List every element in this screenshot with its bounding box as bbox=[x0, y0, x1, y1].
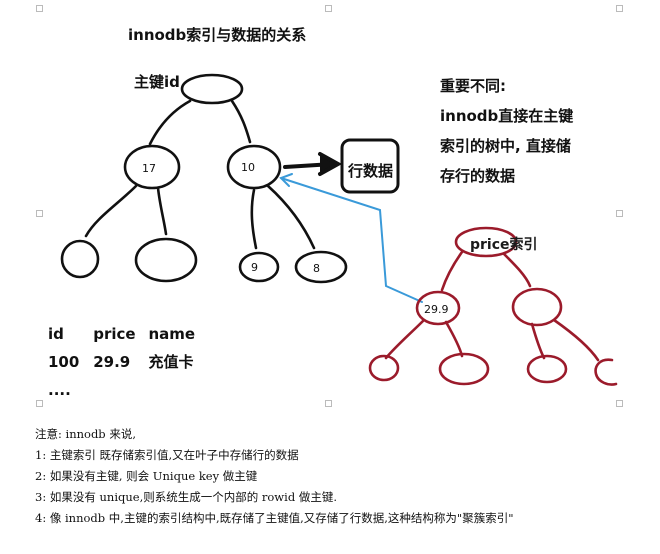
cell-price: 29.9 bbox=[93, 353, 131, 371]
price-right-node bbox=[511, 287, 563, 327]
pk-leaf-4 bbox=[294, 250, 348, 284]
resize-handle-mid-left[interactable] bbox=[36, 210, 43, 217]
important-difference-note: 重要不同: innodb直接在主键 索引的树中, 直接储 存行的数据 bbox=[440, 71, 640, 191]
price-edge-mid-leaf1 bbox=[384, 318, 426, 360]
pk-leaf3-value: 9 bbox=[251, 261, 258, 274]
pk-edge-left-leaf2 bbox=[156, 186, 168, 236]
price-edge-root-right bbox=[502, 252, 532, 288]
notes-item-4: 4: 像 innodb 中,主键的索引结构中,既存储了主键值,又存储了行数据,这… bbox=[35, 511, 514, 525]
blue-pointer-arrow bbox=[279, 173, 423, 303]
pk-root-node bbox=[180, 73, 244, 105]
pk-leaf-3 bbox=[238, 251, 280, 283]
table-header-row: id price name bbox=[48, 320, 195, 348]
pk-edge-root-right bbox=[230, 99, 252, 144]
pk-edge-root-left bbox=[148, 99, 192, 146]
pk-edge-right-leaf2 bbox=[266, 184, 316, 250]
resize-handle-top-right[interactable] bbox=[616, 5, 623, 12]
price-mid-value: 29.9 bbox=[424, 303, 449, 316]
price-root-node bbox=[454, 226, 518, 258]
diagram-title: innodb索引与数据的关系 bbox=[128, 26, 307, 44]
note-line: 索引的树中, 直接储 bbox=[440, 137, 571, 155]
notes-block: 注意: innodb 来说, 1: 主键索引 既存储索引值,又在叶子中存储行的数… bbox=[35, 424, 635, 529]
pk-leaf-1 bbox=[60, 239, 100, 279]
price-leaf-2 bbox=[438, 352, 490, 386]
row-data-arrow bbox=[283, 152, 343, 176]
row-table: id price name 100 29.9 充值卡 .... bbox=[48, 320, 195, 404]
price-edge-right-leaf1 bbox=[530, 322, 546, 360]
note-line: innodb直接在主键 bbox=[440, 107, 574, 125]
price-leaf-1 bbox=[368, 354, 400, 382]
header-price: price bbox=[93, 325, 136, 343]
notes-item-3: 3: 如果没有 unique,则系统生成一个内部的 rowid 做主键. bbox=[35, 490, 337, 504]
header-name: name bbox=[148, 325, 196, 343]
pk-edge-left-leaf1 bbox=[84, 184, 138, 238]
resize-handle-bottom-right[interactable] bbox=[616, 400, 623, 407]
pk-leaf-2 bbox=[134, 237, 198, 283]
pk-right-node bbox=[226, 144, 282, 190]
header-id: id bbox=[48, 325, 64, 343]
price-leaf-4 bbox=[594, 358, 618, 386]
pk-left-node bbox=[123, 144, 181, 190]
notes-item-1: 1: 主键索引 既存储索引值,又在叶子中存储行的数据 bbox=[35, 448, 299, 462]
table-ellipsis: .... bbox=[48, 381, 71, 399]
price-edge-right-leaf2 bbox=[552, 318, 600, 362]
price-edge-root-left bbox=[440, 250, 464, 292]
resize-handle-mid-right[interactable] bbox=[616, 210, 623, 217]
resize-handle-bottom-mid[interactable] bbox=[325, 400, 332, 407]
notes-item-2: 2: 如果没有主键, 则会 Unique key 做主键 bbox=[35, 469, 258, 483]
pk-left-value: 17 bbox=[142, 162, 156, 175]
row-data-box bbox=[340, 138, 400, 194]
note-heading: 重要不同: bbox=[440, 77, 506, 95]
price-leaf-3 bbox=[526, 354, 568, 384]
price-edge-mid-leaf2 bbox=[444, 320, 464, 358]
pk-right-value: 10 bbox=[241, 161, 255, 174]
pk-edge-right-leaf1 bbox=[250, 188, 258, 250]
price-index-tree bbox=[368, 226, 618, 386]
cell-name: 充值卡 bbox=[148, 353, 194, 371]
pk-leaf4-value: 8 bbox=[313, 262, 320, 275]
price-mid-node bbox=[415, 290, 461, 326]
cell-id: 100 bbox=[48, 353, 80, 371]
resize-handle-bottom-left[interactable] bbox=[36, 400, 43, 407]
note-line: 存行的数据 bbox=[440, 167, 516, 185]
primary-key-label: 主键id bbox=[134, 73, 180, 91]
resize-handle-top-mid[interactable] bbox=[325, 5, 332, 12]
table-row: 100 29.9 充值卡 bbox=[48, 348, 195, 376]
primary-key-tree bbox=[60, 73, 348, 284]
notes-intro: 注意: innodb 来说, bbox=[35, 427, 136, 441]
price-index-label: price索引 bbox=[470, 237, 538, 253]
row-data-box-label: 行数据 bbox=[348, 162, 394, 180]
resize-handle-top-left[interactable] bbox=[36, 5, 43, 12]
